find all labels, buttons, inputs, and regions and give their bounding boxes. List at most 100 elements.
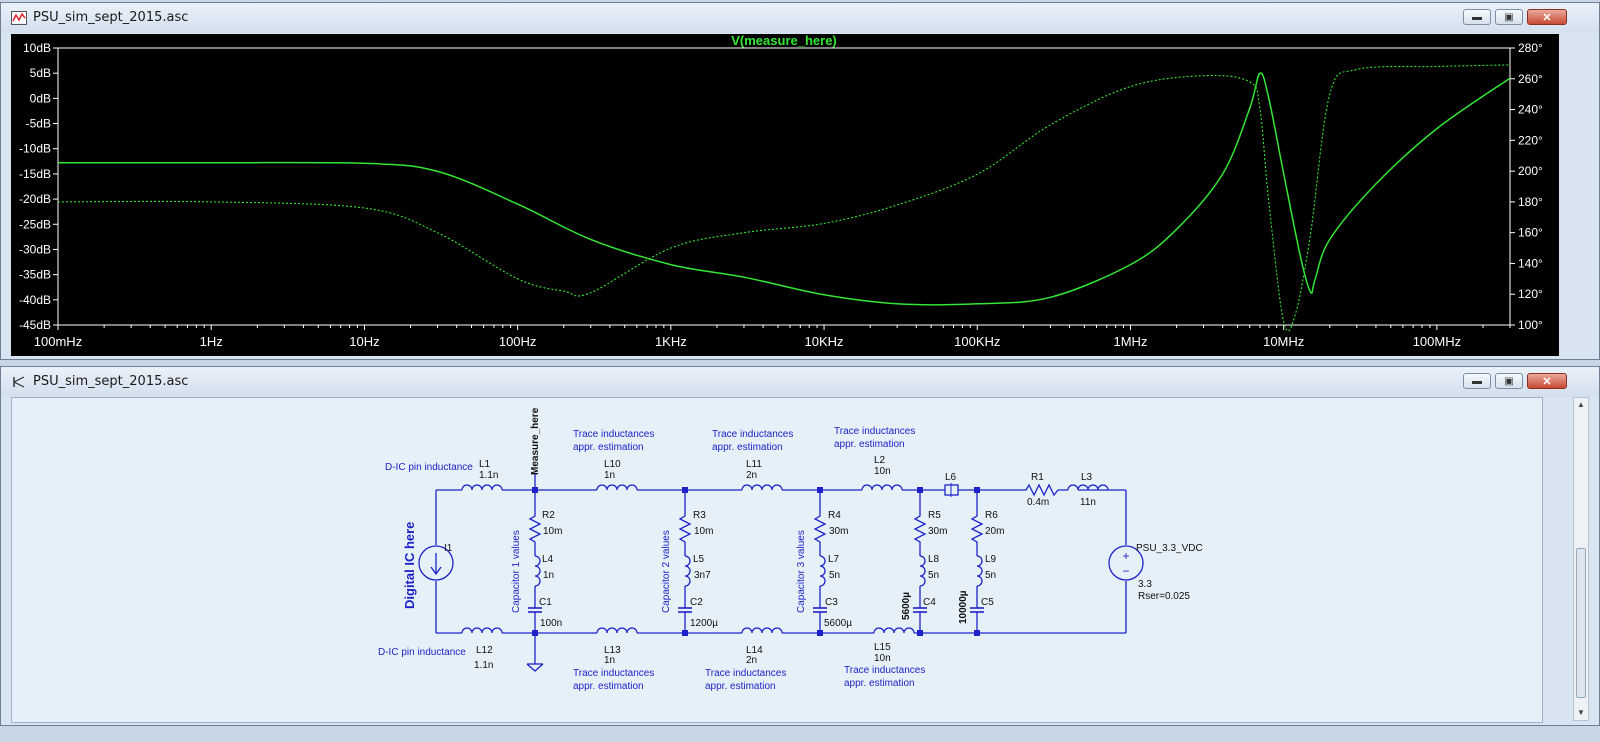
label-R6-val: 20m: [985, 526, 1004, 537]
y-right-tick-label: 280°: [1518, 41, 1543, 55]
label-L1-ref: L1: [479, 459, 491, 470]
note-dic-pin-top: D-IC pin inductance: [385, 462, 473, 473]
x-tick-label: 100Hz: [499, 334, 537, 349]
schematic-window-title: PSU_sim_sept_2015.asc: [33, 374, 189, 389]
label-R5-val: 30m: [928, 526, 947, 537]
minimize-button[interactable]: ▬: [1463, 9, 1491, 25]
x-tick-label: 100MHz: [1413, 334, 1461, 349]
label-L5-val: 3n7: [694, 570, 711, 581]
inductor-L13[interactable]: [596, 627, 638, 634]
voltage-source-PSU[interactable]: + −: [1108, 545, 1144, 581]
resistor-R2[interactable]: [529, 511, 541, 547]
label-C4-ref: C4: [923, 597, 936, 608]
inductor-L15[interactable]: [873, 627, 915, 634]
scroll-up-icon[interactable]: ▲: [1577, 400, 1585, 409]
scroll-down-icon[interactable]: ▼: [1577, 708, 1585, 717]
label-C4-val: 5600µ: [901, 592, 912, 620]
label-L3-ref: L3: [1081, 472, 1093, 483]
inductor-L8[interactable]: [919, 555, 926, 587]
maximize-button[interactable]: ▣: [1495, 373, 1523, 389]
x-tick-label: 10MHz: [1263, 334, 1304, 349]
component-labels: L1 1.1n L10 1n L11 2n L2 10n L6 R1 0.4m …: [444, 455, 1203, 671]
label-L4-ref: L4: [542, 554, 554, 565]
note-trace-1a: Trace inductances: [573, 429, 654, 440]
minimize-button[interactable]: ▬: [1463, 373, 1491, 389]
label-L3-val: 11n: [1080, 497, 1096, 508]
inductor-L2[interactable]: [861, 484, 903, 491]
y-right-tick-label: 260°: [1518, 72, 1543, 86]
schematic-canvas[interactable]: + − L1 1.1n L10 1n L11 2n L2 10n L6 R1 0…: [11, 397, 1543, 723]
label-L6-ref: L6: [945, 472, 957, 483]
inductor-L5[interactable]: [684, 555, 691, 587]
net-label-measure-here[interactable]: Measure_here: [530, 407, 541, 475]
inductor-L7[interactable]: [819, 555, 826, 587]
resistor-R6[interactable]: [971, 511, 983, 547]
current-source-I1[interactable]: [418, 545, 454, 581]
label-L2-val: 10n: [874, 466, 891, 477]
ferrite-L6[interactable]: [944, 483, 959, 497]
inductor-L4[interactable]: [534, 555, 541, 587]
label-L15-ref: L15: [874, 642, 891, 653]
label-L11-ref: L11: [746, 459, 762, 470]
note-trace-5a: Trace inductances: [705, 668, 786, 679]
svg-text:−: −: [1122, 564, 1129, 578]
y-left-tick-label: -40dB: [19, 293, 51, 307]
label-R3-val: 10m: [694, 526, 713, 537]
y-right-tick-label: 200°: [1518, 164, 1543, 178]
label-L13-ref: L13: [604, 645, 621, 656]
resistor-R1[interactable]: [1022, 483, 1062, 497]
inductor-L9[interactable]: [976, 555, 983, 587]
label-C5-val: 10000µ: [958, 590, 969, 624]
note-trace-6a: Trace inductances: [844, 665, 925, 676]
note-trace-3a: Trace inductances: [834, 426, 915, 437]
resistor-R3[interactable]: [679, 511, 691, 547]
label-C1-ref: C1: [539, 597, 552, 608]
note-trace-3b: appr. estimation: [834, 439, 905, 450]
label-L9-val: 5n: [985, 570, 996, 581]
inductor-L11[interactable]: [741, 484, 783, 491]
maximize-button[interactable]: ▣: [1495, 9, 1523, 25]
label-R4-val: 30m: [829, 526, 848, 537]
minimize-icon: ▬: [1472, 11, 1482, 23]
inductor-L1[interactable]: [461, 484, 503, 491]
plot-titlebar[interactable]: PSU_sim_sept_2015.asc ▬ ▣ ✕: [1, 3, 1599, 33]
y-left-tick-label: -5dB: [26, 117, 51, 131]
label-R1-ref: R1: [1031, 472, 1044, 483]
trace-title[interactable]: V(measure_here): [731, 33, 837, 48]
y-left-tick-label: -30dB: [19, 242, 51, 256]
resistor-R5[interactable]: [914, 511, 926, 547]
inductor-L10[interactable]: [596, 484, 638, 491]
label-L1-val: 1.1n: [479, 470, 498, 481]
label-L14-ref: L14: [746, 645, 763, 656]
y-left-tick-label: -20dB: [19, 192, 51, 206]
resistor-R4[interactable]: [814, 511, 826, 547]
label-L5-ref: L5: [693, 554, 705, 565]
label-C2-val: 1200µ: [690, 618, 718, 629]
label-L9-ref: L9: [985, 554, 997, 565]
note-trace-2a: Trace inductances: [712, 429, 793, 440]
label-C1-val: 100n: [540, 618, 562, 629]
y-left-tick-label: -45dB: [19, 318, 51, 332]
label-L13-val: 1n: [604, 655, 615, 666]
scroll-thumb[interactable]: [1576, 548, 1586, 698]
vertical-scrollbar[interactable]: ▲ ▼: [1573, 397, 1589, 721]
inductor-L3[interactable]: [1067, 484, 1109, 491]
x-tick-label: 1MHz: [1114, 334, 1148, 349]
plot-window: PSU_sim_sept_2015.asc ▬ ▣ ✕ V(measure_he…: [0, 2, 1600, 360]
x-tick-label: 100KHz: [954, 334, 1000, 349]
label-PSU-val: 3.3: [1138, 579, 1152, 590]
label-R5-ref: R5: [928, 510, 941, 521]
close-button[interactable]: ✕: [1527, 373, 1567, 389]
inductor-L12[interactable]: [461, 627, 503, 634]
phase-trace[interactable]: [57, 64, 1511, 332]
label-L4-val: 1n: [543, 570, 554, 581]
waveform-icon: [11, 11, 27, 25]
inductor-L14[interactable]: [741, 627, 783, 634]
close-button[interactable]: ✕: [1527, 9, 1567, 25]
svg-text:+: +: [1122, 549, 1129, 563]
schematic-titlebar[interactable]: PSU_sim_sept_2015.asc ▬ ▣ ✕: [1, 367, 1599, 397]
schematic-svg[interactable]: + − L1 1.1n L10 1n L11 2n L2 10n L6 R1 0…: [12, 398, 1542, 722]
magnitude-trace[interactable]: [57, 72, 1511, 306]
